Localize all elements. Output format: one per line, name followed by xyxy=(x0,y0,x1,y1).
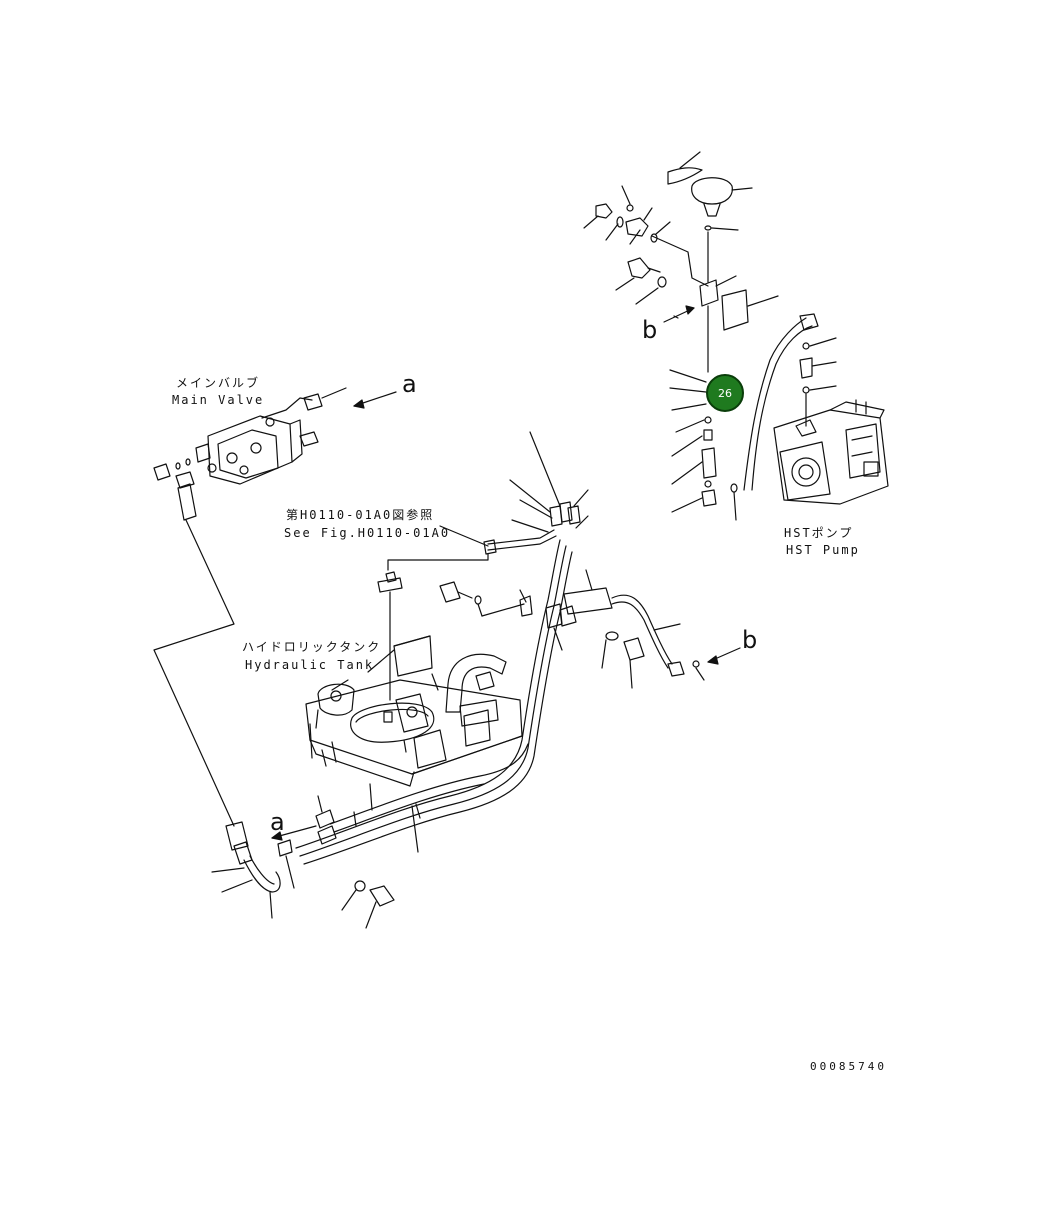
marker-a-bottom: a xyxy=(270,808,285,836)
pump-fittings-icon xyxy=(799,337,837,427)
clamp-bolt-icon xyxy=(439,581,533,617)
callout-leaders xyxy=(669,369,707,411)
drawing-number: 00085740 xyxy=(810,1060,887,1073)
return-tube-icon xyxy=(153,519,281,919)
hydraulic-tank-label-en: Hydraulic Tank xyxy=(245,658,375,672)
main-valve-icon xyxy=(195,415,303,485)
hose-to-hst-pump-icon xyxy=(743,313,819,491)
clamp-assembly-right-icon xyxy=(545,569,705,689)
hose-top-fittings-icon xyxy=(509,431,589,533)
hydraulic-tank-label-jp: ハイドロリックタンク xyxy=(242,640,382,654)
arrow-b-right-icon xyxy=(707,647,741,665)
main-valve-label-jp: メインバルブ xyxy=(176,376,261,390)
marker-a-top: a xyxy=(402,370,417,398)
hose-end-fittings-left-icon xyxy=(315,783,373,845)
part-callout-26[interactable]: 26 xyxy=(706,374,744,412)
hose-bundle-icon xyxy=(295,539,573,865)
hst-pump-label-jp: HSTポンプ xyxy=(784,526,854,540)
mounting-bracket-icon xyxy=(699,275,779,373)
breather-cap-icon xyxy=(667,151,753,283)
main-valve-fittings-icon xyxy=(153,387,347,521)
part-callout-number: 26 xyxy=(718,386,732,400)
tank-leader-lines xyxy=(331,649,395,691)
hst-pump-label-en: HST Pump xyxy=(786,543,860,557)
fitting-stack-lower-icon xyxy=(671,416,738,521)
arrow-a-bottom-icon xyxy=(271,825,317,889)
main-valve-label-en: Main Valve xyxy=(172,393,265,407)
reference-label-en: See Fig.H0110-01A0 xyxy=(284,526,451,540)
fitting-stack-top-icon xyxy=(583,185,709,287)
bolt-top-icon xyxy=(615,257,667,305)
marker-b-top: b xyxy=(642,316,658,344)
hst-pump-icon xyxy=(773,399,889,505)
bottom-bolt-icon xyxy=(341,880,395,929)
arrow-a-top-icon xyxy=(353,391,397,409)
arrow-b-top-icon xyxy=(663,305,695,323)
marker-b-right: b xyxy=(742,626,758,654)
reference-label-jp: 第H0110-01A0図参照 xyxy=(286,508,435,522)
hydraulic-tank-icon xyxy=(305,635,523,787)
